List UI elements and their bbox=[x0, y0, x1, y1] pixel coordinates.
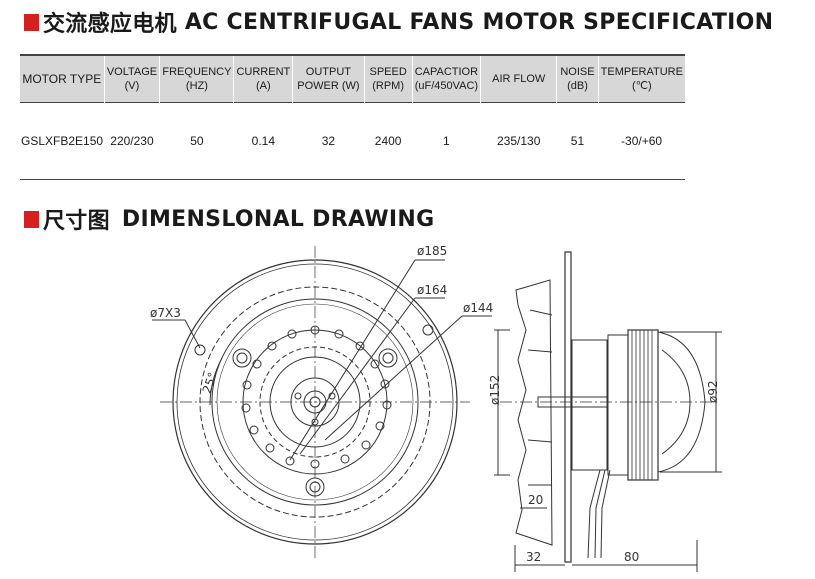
cell-motor-type: GSLXFB2E150 bbox=[20, 102, 105, 180]
dim-w20: 20 bbox=[528, 493, 543, 507]
dimensional-drawing: ø185 ø164 ø144 ø7X3 25° bbox=[150, 244, 722, 572]
spec-title: 交流感应电机 AC CENTRIFUGAL FANS MOTOR SPECIFI… bbox=[24, 6, 773, 38]
spec-title-en: AC CENTRIFUGAL FANS MOTOR SPECIFICATION bbox=[184, 9, 774, 35]
dim-angle: 25° bbox=[200, 370, 220, 395]
spec-table: MOTOR TYPE VOLTAGE(V) FREQUENCY(HZ) CURR… bbox=[20, 54, 685, 180]
dim-d185: ø185 bbox=[417, 244, 447, 258]
col-speed: SPEED(RPM) bbox=[363, 55, 413, 103]
cell-voltage: 220/230 bbox=[104, 102, 160, 180]
cell-frequency: 50 bbox=[159, 102, 234, 180]
col-air-flow: AIR FLOW bbox=[480, 55, 557, 103]
spec-title-cn: 交流感应电机 bbox=[43, 12, 177, 37]
cell-output-power: 32 bbox=[292, 102, 365, 180]
table-row: GSLXFB2E150 220/230 50 0.14 32 2400 1 23… bbox=[20, 102, 685, 180]
cell-noise: 51 bbox=[556, 102, 599, 180]
cell-air-flow: 235/130 bbox=[480, 102, 557, 180]
dim-w80: 80 bbox=[624, 550, 639, 564]
cell-speed: 2400 bbox=[364, 102, 413, 180]
red-square-icon bbox=[24, 210, 39, 228]
col-current: CURRENT(A) bbox=[233, 55, 293, 103]
dim-d164: ø164 bbox=[417, 283, 447, 297]
drawing-title-cn: 尺寸图 bbox=[43, 209, 110, 234]
dim-w32: 32 bbox=[526, 550, 541, 564]
cell-capacitor: 1 bbox=[412, 102, 481, 180]
dim-d92: ø92 bbox=[706, 380, 720, 403]
side-view: ø152 ø92 20 32 80 bbox=[488, 251, 722, 572]
dim-d152: ø152 bbox=[488, 375, 502, 405]
front-view: ø185 ø164 ø144 ø7X3 25° bbox=[150, 244, 493, 558]
drawing-title: 尺寸图 DIMENSLONAL DRAWING bbox=[24, 203, 434, 235]
table-header-row: MOTOR TYPE VOLTAGE(V) FREQUENCY(HZ) CURR… bbox=[20, 55, 685, 103]
cell-temperature: -30/+60 bbox=[598, 102, 685, 180]
drawing-title-en: DIMENSLONAL DRAWING bbox=[121, 206, 435, 232]
col-motor-type: MOTOR TYPE bbox=[20, 55, 105, 103]
col-frequency: FREQUENCY(HZ) bbox=[159, 55, 234, 103]
dim-d7x3: ø7X3 bbox=[150, 306, 181, 320]
col-temperature: TEMPERATURE(℃) bbox=[597, 55, 685, 103]
cell-current: 0.14 bbox=[233, 102, 293, 180]
dim-d144: ø144 bbox=[463, 301, 493, 315]
col-noise: NOISE(dB) bbox=[556, 55, 599, 103]
col-voltage: VOLTAGE(V) bbox=[103, 55, 160, 103]
red-square-icon bbox=[24, 13, 39, 31]
col-capacitor: CAPACTIOR(uF/450VAC) bbox=[411, 55, 481, 103]
